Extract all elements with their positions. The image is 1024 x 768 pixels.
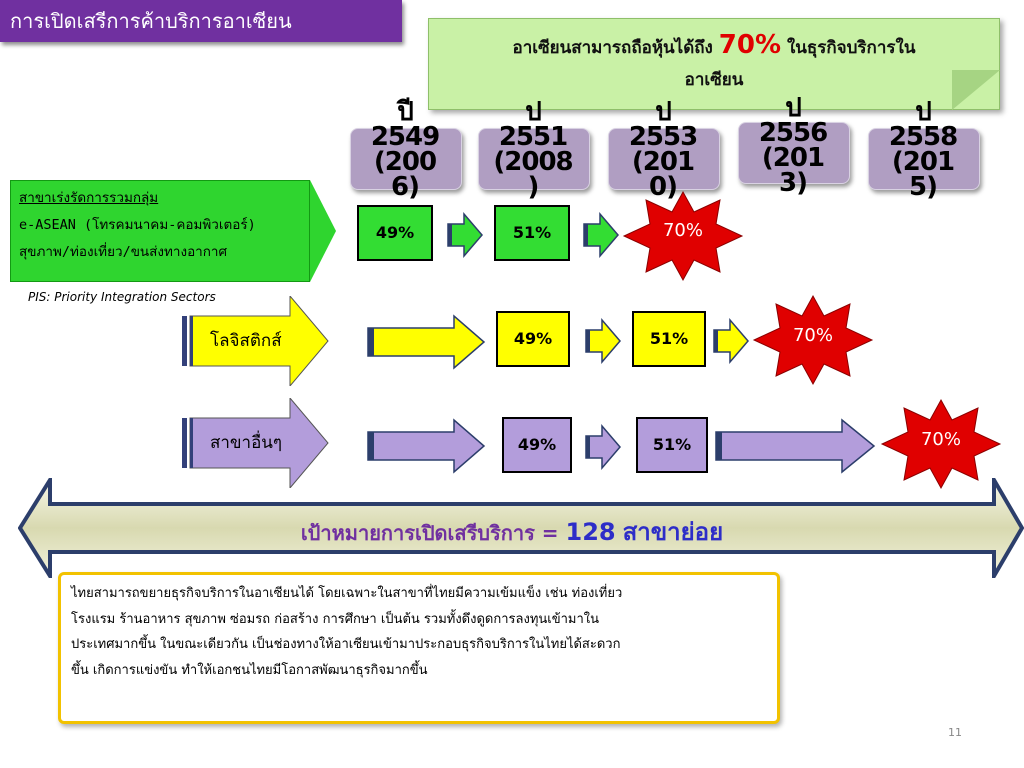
slide-title: การเปิดเสรีการค้าบริการอาเซียน bbox=[0, 0, 402, 42]
callout-line2: อาเซียน bbox=[684, 70, 744, 90]
row1-burst-2553 bbox=[622, 190, 744, 282]
row-label-logistics: โลจิสติกส์ bbox=[210, 331, 282, 351]
year-box-2 bbox=[478, 128, 590, 190]
row3-arrow-long-2 bbox=[715, 418, 876, 474]
row3-arrow-1 bbox=[585, 424, 621, 470]
target-label: เป้าหมายการเปิดเสรีบริการ = bbox=[300, 521, 559, 545]
row2-value-2551: 49% bbox=[496, 311, 570, 367]
callout-highlight: 70% bbox=[718, 30, 782, 60]
row2-arrow-long bbox=[367, 314, 486, 370]
callout-text-before: อาเซียนสามารถถือหุ้นได้ถึง bbox=[512, 38, 713, 58]
row1-value-2551: 51% bbox=[494, 205, 570, 261]
row-label-shape-logistics bbox=[182, 296, 329, 386]
description-box: ไทยสามารถขยายธุรกิจบริการในอาเซียนได้ โด… bbox=[58, 572, 780, 724]
row1-burst-value: 70% bbox=[662, 220, 703, 241]
row2-burst-value: 70% bbox=[792, 325, 833, 346]
description-line-1: ไทยสามารถขยายธุรกิจบริการในอาเซียนได้ โด… bbox=[71, 586, 623, 601]
target-statement: เป้าหมายการเปิดเสรีบริการ = 128 สาขาย่อย bbox=[0, 512, 1024, 551]
year-box-3 bbox=[608, 128, 720, 190]
callout-box: อาเซียนสามารถถือหุ้นได้ถึง 70% ในธุรกิจบ… bbox=[428, 18, 1000, 110]
pis-item-1: e-ASEAN (โทรคมนาคม-คอมพิวเตอร์) bbox=[19, 217, 256, 233]
row2-value-2553: 51% bbox=[632, 311, 706, 367]
pis-item-2: สุขภาพ/ท่องเที่ยว/ขนส่งทางอากาศ bbox=[19, 244, 228, 260]
row1-value-2549: 49% bbox=[357, 205, 433, 261]
row3-burst-value: 70% bbox=[920, 429, 961, 450]
row-label-others: สาขาอื่นๆ bbox=[210, 433, 283, 453]
target-unit: สาขาย่อย bbox=[622, 518, 724, 546]
row-label-shape-others bbox=[182, 398, 329, 488]
callout-text-after: ในธุรกิจบริการใน bbox=[786, 38, 916, 58]
target-double-arrow bbox=[18, 478, 1024, 578]
row3-value-2556: 51% bbox=[636, 417, 708, 473]
row3-value-2553: 49% bbox=[502, 417, 572, 473]
year-box-1 bbox=[350, 128, 462, 190]
description-line-2: โรงแรม ร้านอาหาร สุขภาพ ซ่อมรถ ก่อสร้าง … bbox=[71, 611, 600, 627]
row2-burst-2556 bbox=[752, 294, 874, 386]
row1-arrow-2 bbox=[583, 212, 619, 258]
pis-footnote: PIS: Priority Integration Sectors bbox=[28, 290, 216, 304]
pis-box-arrow-tip bbox=[310, 180, 336, 282]
callout-fold-corner bbox=[952, 70, 1000, 110]
description-line-3: ประเทศมากขึ้น ในขณะเดียวกัน เป็นช่องทางใ… bbox=[71, 637, 621, 652]
target-number: 128 bbox=[565, 518, 616, 546]
year-box-4 bbox=[738, 122, 850, 184]
row3-burst-2558 bbox=[880, 398, 1002, 490]
row2-arrow-2 bbox=[713, 318, 749, 364]
pis-sector-box: สาขาเร่งรัดการรวมกลุ่ม e-ASEAN (โทรคมนาค… bbox=[10, 180, 310, 282]
row1-arrow-1 bbox=[447, 212, 483, 258]
description-line-4: ขึ้น เกิดการแข่งขัน ทำให้เอกชนไทยมีโอกาส… bbox=[71, 662, 428, 678]
year-box-5 bbox=[868, 128, 980, 190]
row2-arrow-1 bbox=[585, 318, 621, 364]
page-number: 11 bbox=[948, 726, 962, 739]
pis-heading: สาขาเร่งรัดการรวมกลุ่ม bbox=[19, 190, 159, 206]
row3-arrow-long bbox=[367, 418, 486, 474]
